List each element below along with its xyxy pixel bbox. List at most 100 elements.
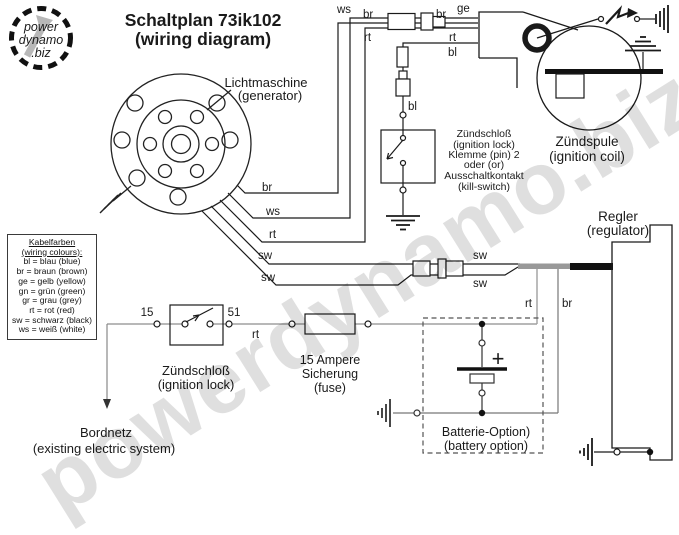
legend-entry-sw: sw = schwarz (black) <box>12 314 92 325</box>
generator-label-1: Lichtmaschine <box>224 75 307 90</box>
killswitch-note: Zündschloß (ignition lock) Klemme (pin) … <box>444 128 523 193</box>
legend-entry-gr: gr = grau (grey) <box>22 295 82 306</box>
coil-label-1: Zündspule <box>555 134 618 149</box>
junction-dot <box>478 409 486 417</box>
ground-icon-regulator <box>579 438 593 466</box>
junction-dot <box>646 448 654 456</box>
arrow-down-icon <box>103 399 111 409</box>
connector-sw <box>412 258 464 279</box>
component-labels: Lichtmaschine (generator) Zündspule (ign… <box>33 75 649 456</box>
battery-label-2: (battery option) <box>444 439 528 453</box>
regulator-label-1: Regler <box>598 209 638 224</box>
wire-label-gen-br: br <box>262 182 272 194</box>
ht-lead <box>536 18 599 39</box>
wire-label-bl-top: bl <box>448 47 457 59</box>
wire-sw2 <box>201 210 519 286</box>
legend-title-1: Kabelfarben <box>28 237 76 247</box>
coil-core-bar <box>545 69 663 74</box>
pin-51: 51 <box>228 307 241 319</box>
legend-entry-br: br = braun (brown) <box>16 266 88 277</box>
generator-label-2: (generator) <box>238 88 302 103</box>
coil-label-2: (ignition coil) <box>549 149 625 164</box>
generator <box>99 73 252 215</box>
wire-rt-top <box>219 27 478 243</box>
kill-switch <box>380 111 436 231</box>
lock-label-1: Zündschloß <box>162 363 230 378</box>
ground-icon-pyramid <box>625 36 661 69</box>
coil-winding-icon <box>522 23 552 53</box>
bordnetz-label-2: (existing electric system) <box>33 441 175 456</box>
cable-gray <box>518 263 570 269</box>
wire-label-reg-br: br <box>562 298 572 310</box>
wire-label-rt-top-right: rt <box>449 32 457 44</box>
ks-note-5: Ausschaltkontakt <box>444 170 523 182</box>
ks-note-1: Zündschloß <box>457 128 512 140</box>
logo-text-2: dynamo <box>19 33 64 47</box>
fuse <box>288 313 372 335</box>
earth-ground-icon <box>386 215 420 231</box>
ks-note-4: oder (or) <box>464 159 504 171</box>
logo-dashed-ring <box>9 6 73 70</box>
diagram-title: Schaltplan 73ik102 (wiring diagram) <box>125 10 282 49</box>
title-line-2: (wiring diagram) <box>135 29 271 49</box>
wire-label-mid-sw1: sw <box>473 250 488 262</box>
pin-15: 15 <box>141 307 154 319</box>
legend-entry-gn: gn = grün (green) <box>18 285 86 296</box>
wire-label-row-rt: rt <box>252 329 260 341</box>
junction-dot <box>478 320 486 328</box>
fuse-label-3: (fuse) <box>314 381 346 395</box>
logo-arrow-icon <box>23 26 46 58</box>
connector-bl <box>395 46 411 97</box>
ground-icon-battery <box>377 399 391 427</box>
cable-black <box>570 263 613 270</box>
legend-entry-ws: ws = weiß (white) <box>18 324 86 335</box>
battery-option <box>377 317 544 454</box>
wire-label-ws-top: ws <box>336 4 351 16</box>
lock-lever-arrow <box>192 314 200 322</box>
wiring-diagram-canvas: power dynamo .biz Schaltplan 73ik102 (wi… <box>9 3 673 466</box>
wiring-colors-legend: Kabelfarben (wiring colours): bl = blau … <box>7 234 97 341</box>
legend-title-2: (wiring colours): <box>21 246 83 257</box>
generator-inner-holes <box>142 109 220 179</box>
spark-icon <box>605 5 632 25</box>
ks-note-3: Klemme (pin) 2 <box>448 149 519 161</box>
wire-labels: ws br rt ge br rt bl bl br ws rt sw sw s… <box>252 3 572 341</box>
legend-entry-rt: rt = rot (red) <box>29 304 75 315</box>
battery-option-box <box>422 317 544 454</box>
connector-3pole <box>387 12 446 31</box>
logo-text-1: power <box>23 20 59 34</box>
wire-br-top <box>236 22 478 194</box>
ignition-lock <box>153 304 233 346</box>
powerdynamo-logo: power dynamo .biz <box>9 6 73 70</box>
ks-note-6: (kill-switch) <box>458 181 510 193</box>
fuse-label-1: 15 Ampere <box>300 353 361 367</box>
ignition-coil <box>478 5 669 131</box>
coil-bracket <box>555 73 585 99</box>
wire-label-br-top-right: br <box>436 9 446 21</box>
wire-label-gen-sw2: sw <box>261 272 276 284</box>
battery-plus-sign: + <box>492 346 505 371</box>
legend-entry-bl: bl = blau (blue) <box>23 256 81 267</box>
battery-label-1: Batterie-Option) <box>442 425 530 439</box>
pin-numbers: 15 51 <box>141 307 241 319</box>
ks-note-2: (ignition lock) <box>453 139 515 151</box>
wire-sw1 <box>210 205 520 265</box>
wire-label-reg-rt: rt <box>525 298 533 310</box>
lock-label-2: (ignition lock) <box>158 377 235 392</box>
switch-lever-arrow <box>386 152 394 160</box>
logo-arrow-head <box>36 15 53 33</box>
ground-icon-bars-right <box>655 5 669 33</box>
wire-label-br-top-left: br <box>363 9 373 21</box>
switch-lever <box>386 139 404 160</box>
wire-label-gen-rt: rt <box>269 229 277 241</box>
chassis-ground-icon <box>99 192 122 214</box>
coil-body <box>536 25 642 131</box>
wire-label-rt-top-left: rt <box>364 32 372 44</box>
bordnetz-label-1: Bordnetz <box>80 425 132 440</box>
wire-label-mid-sw2: sw <box>473 278 488 290</box>
title-line-1: Schaltplan 73ik102 <box>125 10 282 30</box>
generator-outer-holes <box>113 94 239 206</box>
regulator <box>579 224 673 466</box>
battery-minus-plate <box>469 373 495 384</box>
wire-label-gen-sw1: sw <box>258 250 273 262</box>
